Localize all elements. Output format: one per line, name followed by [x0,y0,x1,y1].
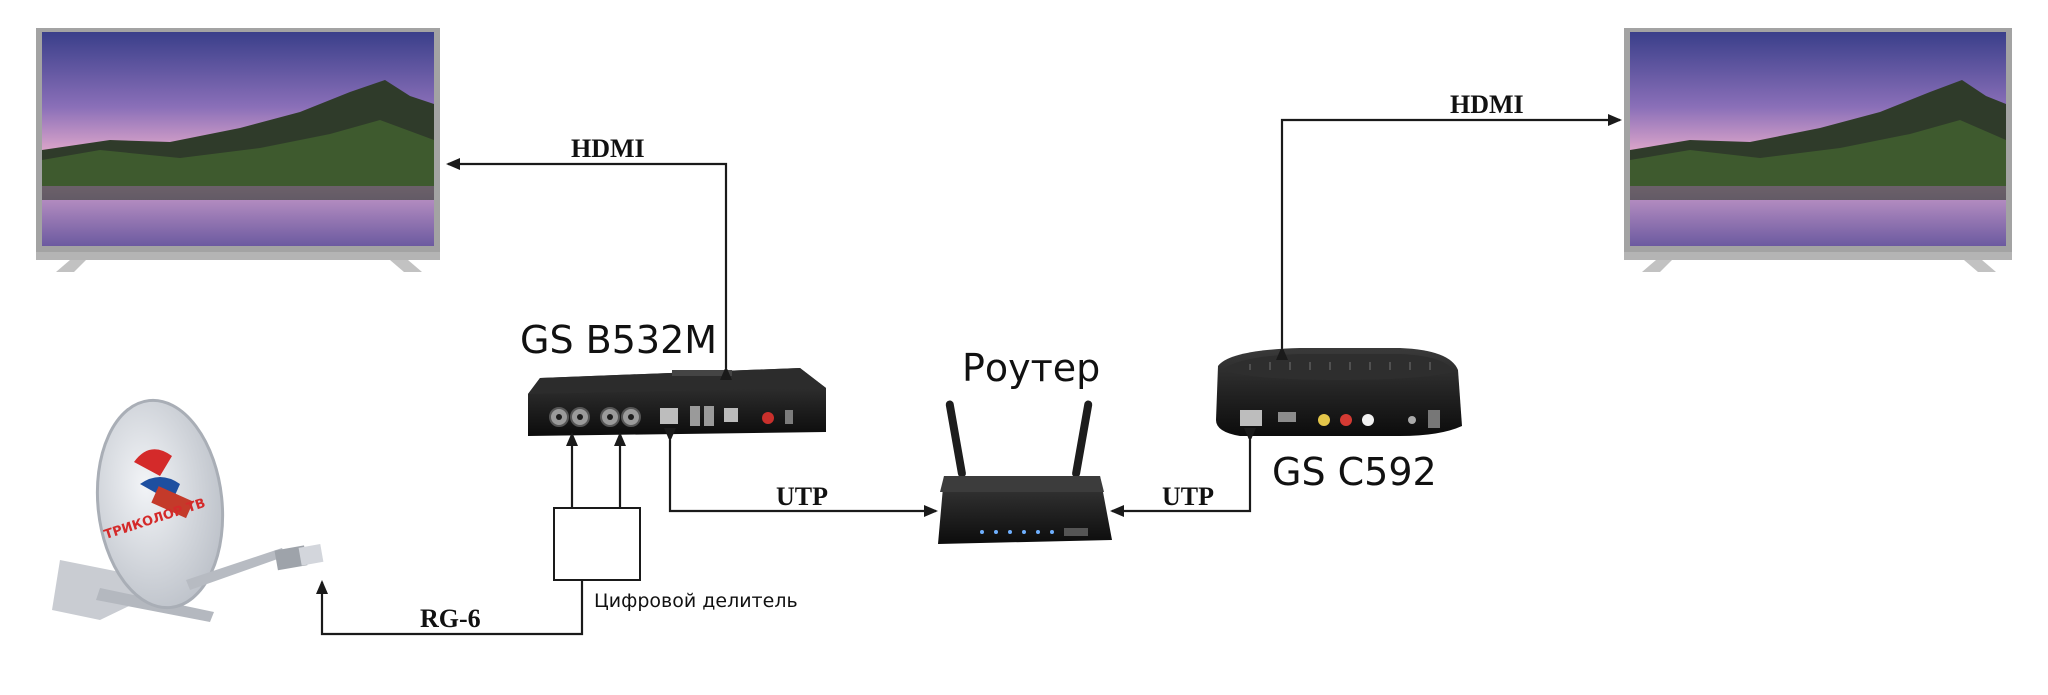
hdmi-left-line [446,158,732,380]
router-title: Роутер [962,346,1101,390]
rg6-label: RG-6 [420,604,481,633]
hdmi-right-label: HDMI [1450,90,1524,119]
utp-right-line [1110,428,1256,517]
tv-right [1624,28,2012,272]
utp-left-line [664,428,938,517]
receiver-gs-c592 [1216,348,1462,436]
receiver-gs-b532m [528,368,826,436]
hdmi-left-label: HDMI [571,134,645,163]
tv-left [36,28,440,272]
satellite-dish: ТРИКОЛОР ТВ [52,398,324,622]
splitter-label: Цифровой делитель [594,590,798,612]
router-device [938,400,1112,544]
gs-b532m-title: GS B532M [520,318,718,362]
gs-c592-title: GS C592 [1272,450,1437,494]
digital-splitter-box [553,507,641,581]
rg6-line [316,580,584,636]
utp-right-label: UTP [1162,482,1214,511]
hdmi-right-line [1276,114,1622,360]
utp-left-label: UTP [776,482,828,511]
